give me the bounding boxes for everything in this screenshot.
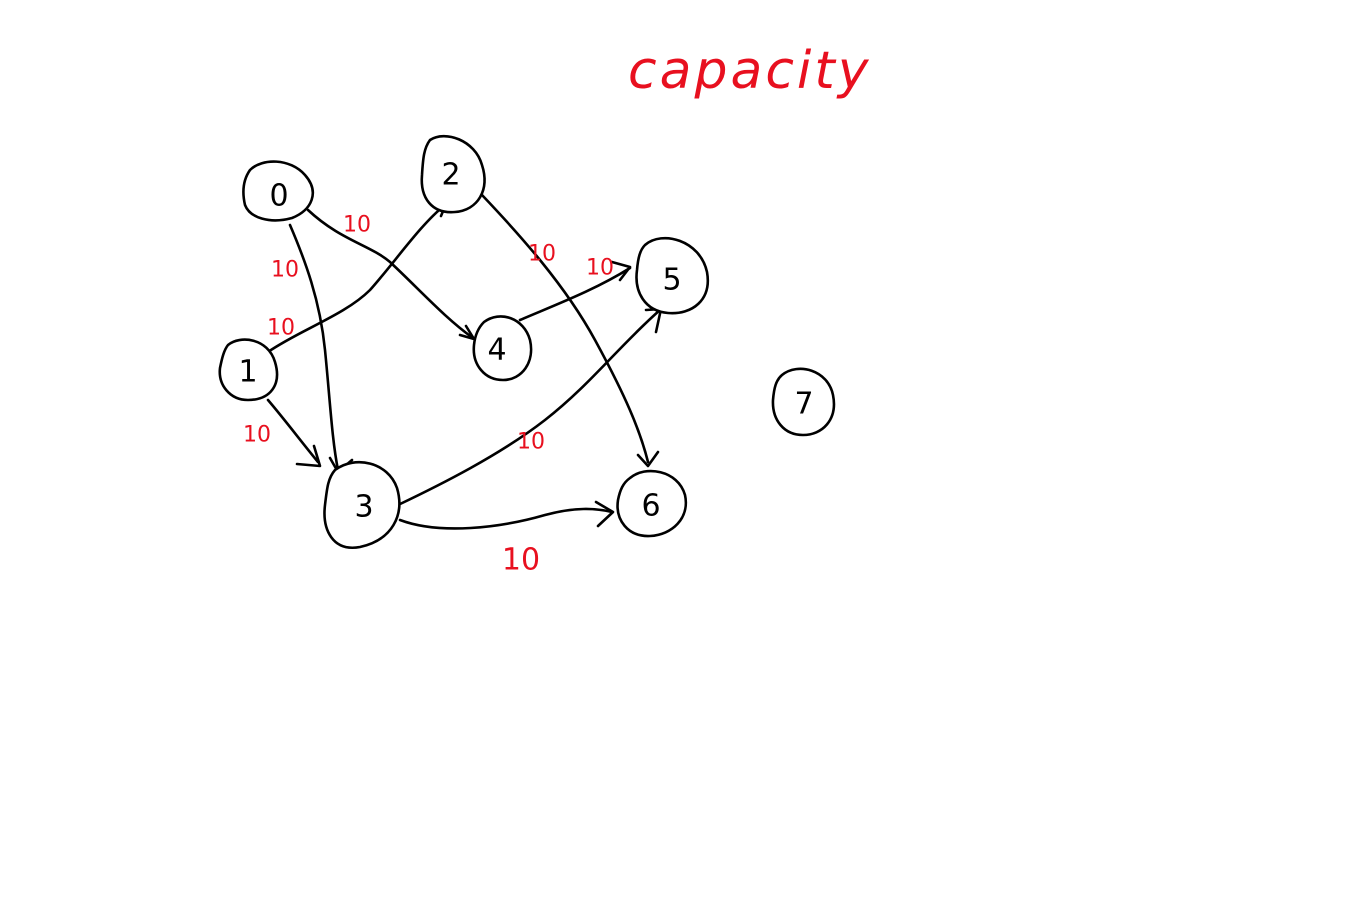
capacity-label-1-2: 10 xyxy=(267,316,295,341)
node-5: 5 xyxy=(635,236,710,315)
node-2: 2 xyxy=(420,134,486,214)
node-label: 0 xyxy=(269,179,288,214)
node-1: 1 xyxy=(218,338,279,402)
edge-1-3 xyxy=(266,398,322,468)
node-label: 6 xyxy=(641,489,660,524)
edge-4-5 xyxy=(518,260,632,322)
capacity-label-3-5: 10 xyxy=(517,430,545,455)
diagram-title: capacity xyxy=(628,41,872,101)
node-label: 5 xyxy=(662,263,681,298)
capacity-label-3-6: 10 xyxy=(502,543,540,578)
node-label: 4 xyxy=(487,333,506,368)
node-0: 0 xyxy=(242,160,315,222)
node-label: 7 xyxy=(794,387,813,422)
edge-0-4 xyxy=(306,208,476,341)
capacity-label-2-6: 10 xyxy=(528,242,556,267)
capacity-label-0-3: 10 xyxy=(271,258,299,283)
edge-3-6 xyxy=(398,500,615,530)
node-7: 7 xyxy=(771,367,836,437)
edge-2-6 xyxy=(480,193,660,468)
node-4: 4 xyxy=(472,315,533,382)
capacity-label-1-3: 10 xyxy=(243,423,271,448)
capacity-label-0-4: 10 xyxy=(343,213,371,238)
capacity-label-4-5: 10 xyxy=(586,256,614,281)
node-6: 6 xyxy=(616,469,688,538)
node-3: 3 xyxy=(323,461,401,549)
edge-0-3 xyxy=(288,223,354,474)
node-label: 2 xyxy=(441,158,460,193)
node-label: 3 xyxy=(354,490,373,525)
node-label: 1 xyxy=(238,355,257,390)
